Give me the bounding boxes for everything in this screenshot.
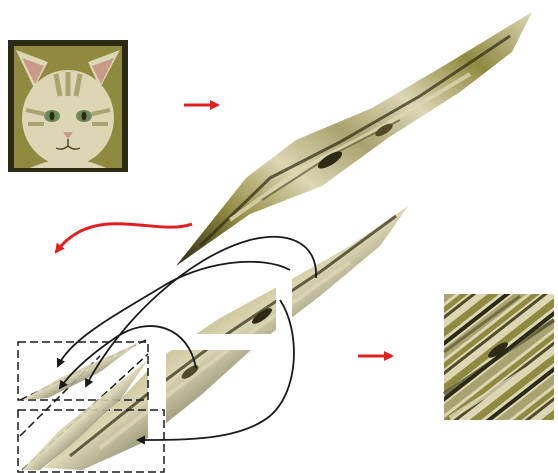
tiled-square-result xyxy=(442,294,556,421)
sheared-stretched-image xyxy=(176,12,532,266)
curved-arrow-icon xyxy=(56,236,317,445)
kitten-image xyxy=(8,40,128,172)
cut-and-rearranged-pieces xyxy=(17,206,408,473)
curved-left-arrow-icon xyxy=(54,222,193,254)
